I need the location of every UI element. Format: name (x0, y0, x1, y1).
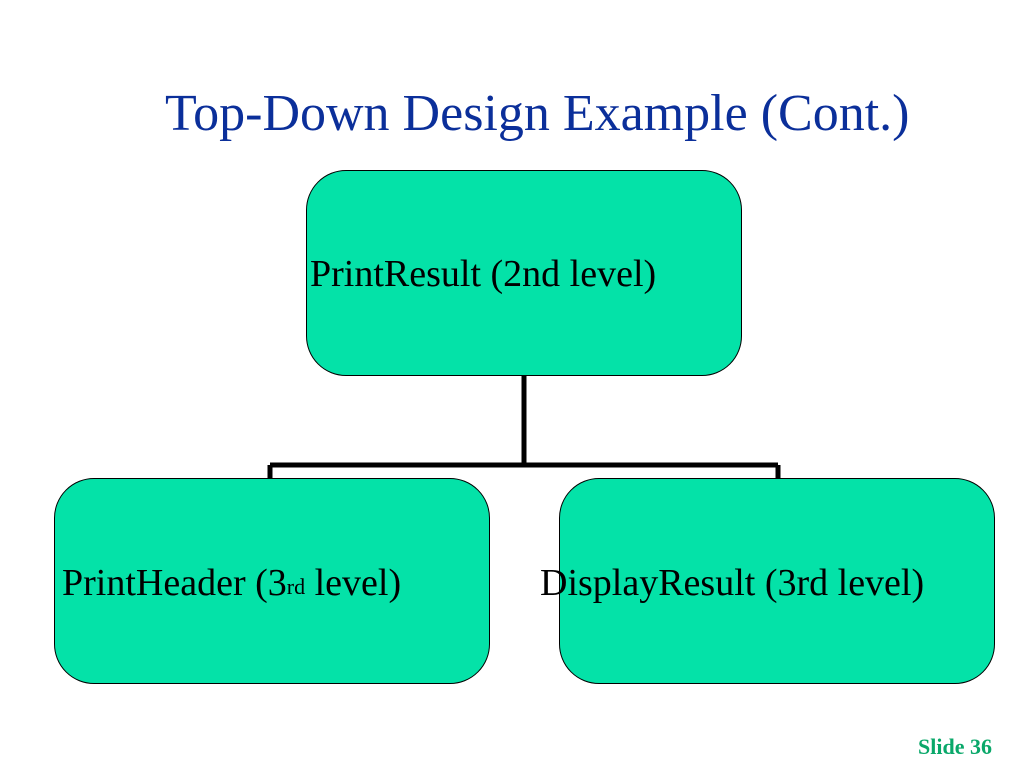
node-printheader-label-suffix: level) (305, 562, 402, 604)
node-printheader-label-prefix: PrintHeader (3 (62, 562, 287, 604)
node-printheader-label-sup: rd (286, 574, 306, 599)
node-printheader (54, 478, 490, 684)
slide-number: Slide 36 (918, 734, 992, 759)
node-printresult-label: PrintResult (2nd level) (310, 253, 657, 295)
node-printresult (306, 170, 742, 376)
node-displayresult (559, 478, 995, 684)
node-displayresult-label: DisplayResult (3rd level) (540, 562, 925, 604)
node-printheader-label: PrintHeader (3rd level) (62, 561, 401, 605)
slide-title: Top-Down Design Example (Cont.) (165, 85, 910, 142)
